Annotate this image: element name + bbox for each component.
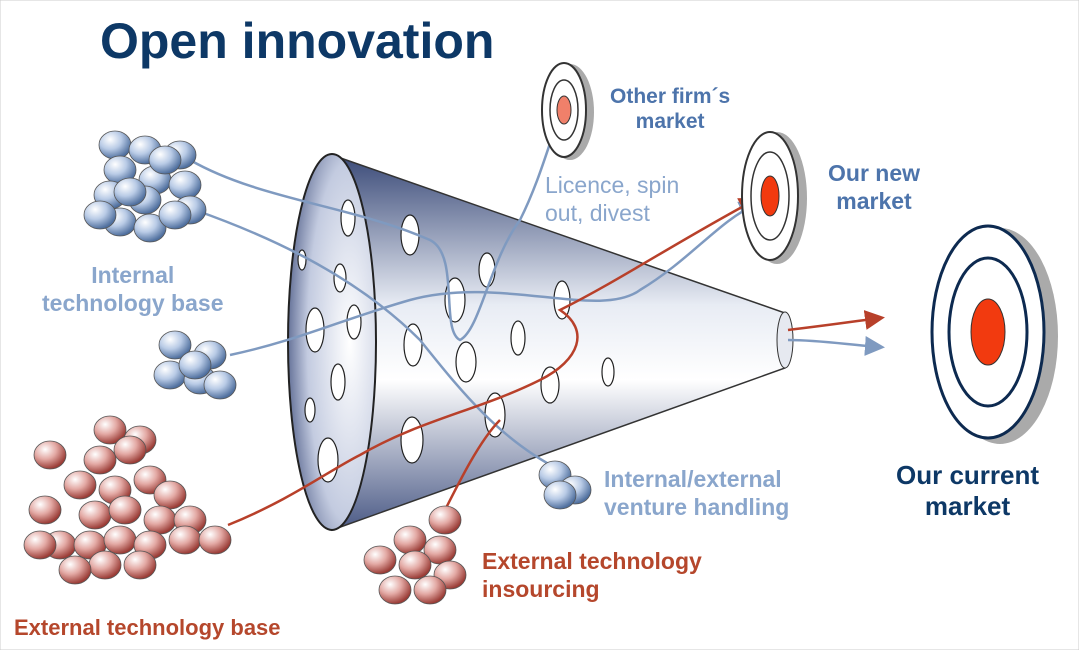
other-firm-market-label: Other firm´s market bbox=[610, 84, 730, 134]
current-market-label: Our current market bbox=[896, 460, 1039, 522]
technology-ball bbox=[168, 525, 202, 555]
label-line: venture handling bbox=[604, 493, 790, 520]
label-line: Internal/external bbox=[604, 466, 782, 492]
label-line: market bbox=[924, 491, 1011, 522]
page-title: Open innovation bbox=[100, 13, 495, 69]
licence-label: Licence, spin out, divest bbox=[545, 172, 679, 227]
technology-ball bbox=[158, 330, 192, 360]
label-line: market bbox=[635, 110, 705, 134]
technology-ball bbox=[413, 575, 447, 605]
technology-ball bbox=[158, 200, 192, 230]
technology-ball bbox=[88, 550, 122, 580]
target-new-market bbox=[741, 131, 807, 264]
label-line: technology base bbox=[42, 289, 224, 316]
label-line: External technology bbox=[482, 548, 702, 574]
technology-ball bbox=[33, 440, 67, 470]
label-line: Internal bbox=[91, 262, 175, 288]
technology-ball bbox=[168, 170, 202, 200]
technology-ball bbox=[83, 445, 117, 475]
target-current-market bbox=[930, 224, 1058, 444]
insourcing-label: External technology insourcing bbox=[482, 548, 702, 603]
label-line: market bbox=[836, 187, 912, 214]
technology-ball bbox=[398, 550, 432, 580]
label-line: Our current bbox=[896, 460, 1040, 490]
technology-ball bbox=[178, 350, 212, 380]
technology-ball bbox=[363, 545, 397, 575]
technology-ball bbox=[83, 200, 117, 230]
technology-ball bbox=[198, 525, 232, 555]
technology-ball bbox=[58, 555, 92, 585]
technology-ball bbox=[98, 130, 132, 160]
technology-ball bbox=[378, 575, 412, 605]
target-other-firm bbox=[541, 62, 594, 160]
technology-ball bbox=[113, 435, 147, 465]
technology-ball bbox=[393, 525, 427, 555]
technology-ball bbox=[23, 530, 57, 560]
technology-ball bbox=[203, 370, 237, 400]
internal-technology-base-label: Internal technology base bbox=[42, 262, 223, 317]
external-technology-base-label: External technology base bbox=[14, 615, 281, 640]
technology-ball bbox=[108, 495, 142, 525]
label-line: insourcing bbox=[482, 575, 600, 602]
label-line: Licence, spin bbox=[545, 172, 680, 198]
technology-ball bbox=[78, 500, 112, 530]
technology-balls bbox=[23, 130, 592, 605]
technology-ball bbox=[143, 505, 177, 535]
technology-ball bbox=[93, 415, 127, 445]
label-line: out, divest bbox=[545, 199, 650, 226]
technology-ball bbox=[133, 213, 167, 243]
technology-ball bbox=[543, 480, 577, 510]
technology-ball bbox=[103, 525, 137, 555]
venture-handling-label: Internal/external venture handling bbox=[604, 466, 789, 521]
technology-ball bbox=[28, 495, 62, 525]
technology-ball bbox=[113, 177, 147, 207]
label-line: Our new bbox=[828, 160, 921, 186]
technology-ball bbox=[123, 550, 157, 580]
label-line: Other firm´s bbox=[610, 85, 731, 108]
technology-ball bbox=[148, 145, 182, 175]
technology-ball bbox=[428, 505, 462, 535]
technology-ball bbox=[153, 480, 187, 510]
funnel bbox=[287, 153, 794, 532]
technology-ball bbox=[63, 470, 97, 500]
new-market-label: Our new market bbox=[828, 160, 920, 215]
